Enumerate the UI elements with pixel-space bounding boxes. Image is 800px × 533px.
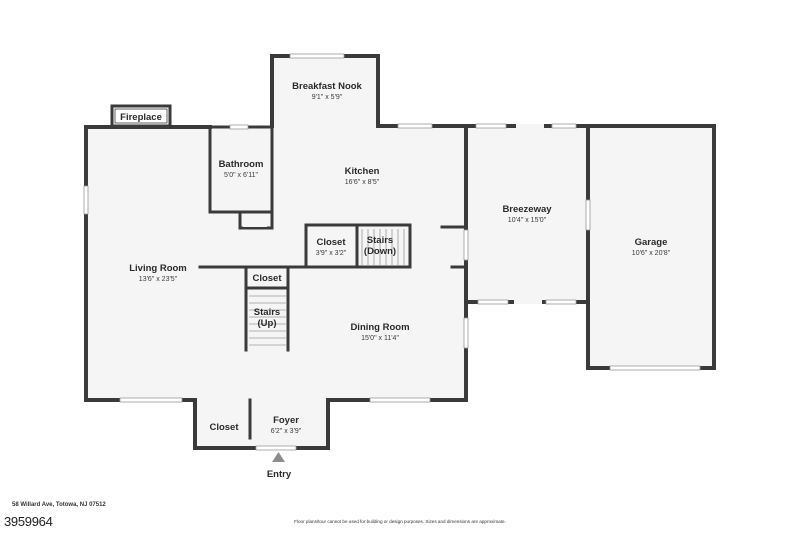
kitchen-name: Kitchen [345, 166, 380, 177]
breezeway-dim: 10'4" x 15'0" [508, 217, 547, 224]
windows [83, 53, 701, 451]
dining-room-name: Dining Room [350, 322, 409, 333]
mls-number: 3959964 [4, 514, 53, 529]
door-openings [243, 124, 544, 304]
stairs-up-line2: (Up) [258, 318, 277, 329]
breezeway-name: Breezeway [502, 204, 552, 215]
breakfast-nook-name: Breakfast Nook [292, 81, 362, 92]
living-room-dim: 13'6" x 23'5" [139, 276, 178, 283]
property-address: 58 Willard Ave, Totowa, NJ 07512 [12, 502, 106, 508]
dining-room-dim: 15'0" x 11'4" [361, 335, 399, 342]
interior-walls [198, 124, 468, 440]
fireplace [110, 104, 172, 128]
disclaimer: Floor plans/tour cannot be used for buil… [294, 519, 506, 524]
bathroom-name: Bathroom [219, 159, 264, 170]
entry-label: Entry [267, 469, 292, 480]
hall-closet-name: Closet [252, 273, 282, 284]
kitchen-closet-dim: 3'9" x 3'2" [316, 250, 347, 257]
fireplace-label: Fireplace [120, 112, 162, 123]
garage-name: Garage [635, 237, 668, 248]
foyer-name: Foyer [273, 415, 299, 426]
entry-arrow-icon [272, 452, 285, 462]
bathroom-dim: 5'0" x 6'11" [224, 172, 258, 179]
kitchen-dim: 16'6" x 8'5" [345, 179, 380, 186]
stairs-down-line2: (Down) [364, 246, 396, 257]
stairs-up-line1: Stairs [254, 307, 280, 318]
breakfast-nook-dim: 9'1" x 5'9" [312, 94, 343, 101]
garage-dim: 10'6" x 20'8" [632, 250, 671, 257]
foyer-dim: 6'2" x 3'9" [271, 428, 302, 435]
stairs-treads [249, 229, 405, 346]
floor-fill [86, 56, 714, 448]
foyer-closet-name: Closet [209, 422, 239, 433]
living-room-name: Living Room [129, 263, 187, 274]
stairs-down-line1: Stairs [367, 235, 393, 246]
kitchen-closet-name: Closet [316, 237, 346, 248]
